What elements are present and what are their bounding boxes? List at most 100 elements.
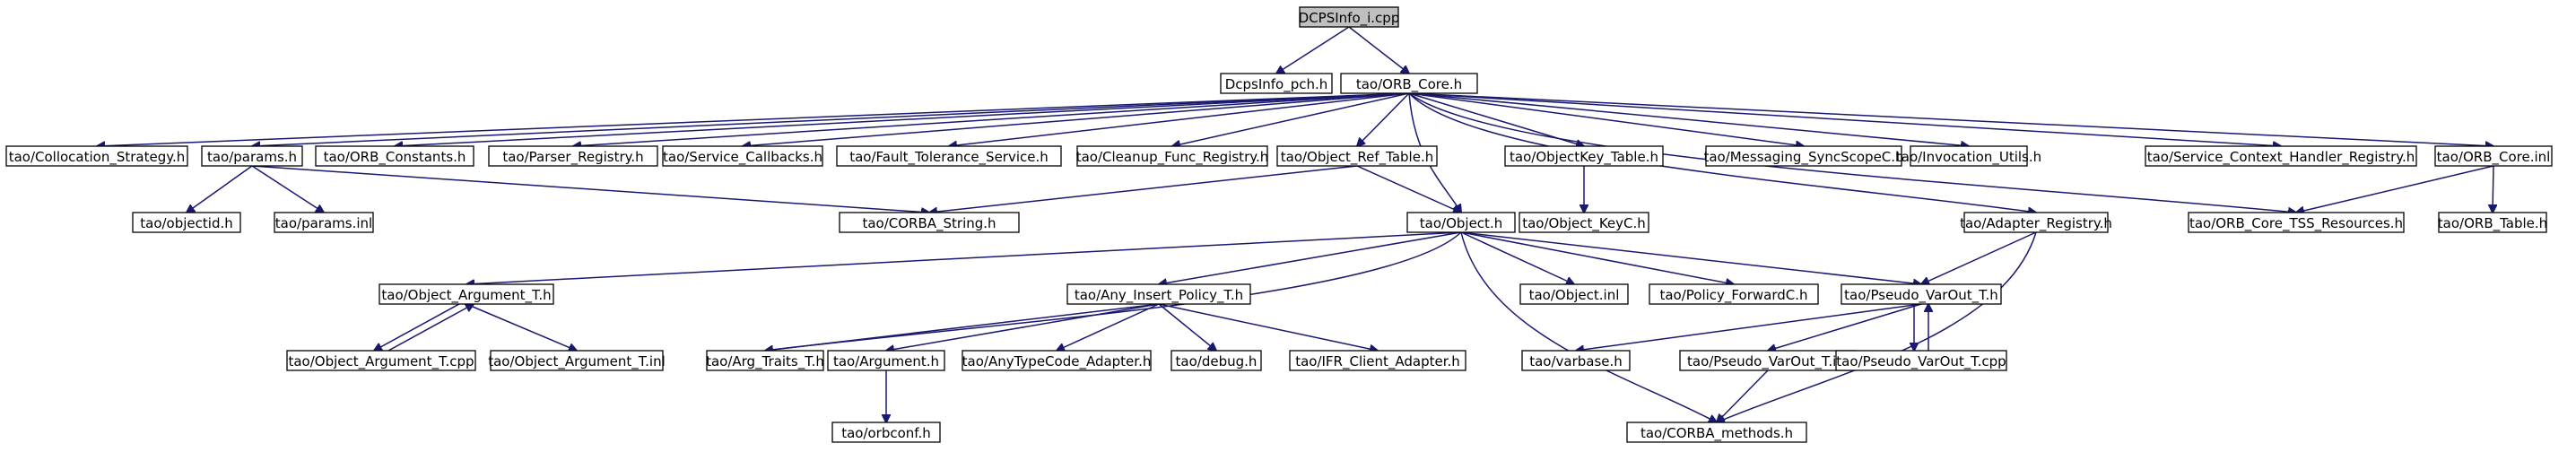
file-node-label: tao/IFR_Client_Adapter.h (1295, 353, 1460, 370)
file-node-tao-collocation-strategy-h[interactable]: tao/Collocation_Strategy.h (5, 145, 188, 167)
file-node-tao-varbase-h[interactable]: tao/varbase.h (1521, 350, 1631, 371)
dependency-edges (97, 26, 2493, 422)
file-node-label: tao/Cleanup_Func_Registry.h (1076, 149, 1269, 166)
edge-tao-any-insert-policy-t-h-to-tao-argument-h (886, 303, 1160, 351)
edge-tao-adapter-registry-h-to-tao-pseudo-varout-t-h (1921, 231, 2037, 284)
edge-tao-pseudo-varout-t-inl-to-tao-corba-methods-h (1717, 369, 1769, 422)
file-node-tao-params-h[interactable]: tao/params.h (201, 145, 303, 167)
file-node-label: tao/varbase.h (1529, 353, 1623, 369)
file-node-label: tao/Policy_ForwardC.h (1659, 287, 1807, 304)
file-node-tao-object-inl[interactable]: tao/Object.inl (1519, 283, 1629, 305)
edge-tao-orb-core-h-to-tao-messaging-syncscopec-h (1408, 92, 1804, 146)
file-node-tao-object-argument-t-cpp[interactable]: tao/Object_Argument_T.cpp (286, 350, 476, 371)
file-node-dcpsinfo-pch-h[interactable]: DcpsInfo_pch.h (1220, 73, 1333, 94)
file-node-label: tao/Fault_Tolerance_Service.h (849, 149, 1049, 166)
file-node-label: tao/Messaging_SyncScopeC.h (1703, 149, 1903, 166)
file-node-label: tao/Object_Argument_T.h (381, 287, 551, 304)
file-node-label: tao/Arg_Traits_T.h (706, 353, 824, 370)
edge-dcpsinfo-i-cpp-to-tao-orb-core-h (1348, 26, 1409, 74)
file-node-tao-policy-forwardc-h[interactable]: tao/Policy_ForwardC.h (1649, 283, 1819, 305)
file-node-label: tao/params.h (207, 149, 297, 165)
edge-tao-orb-core-h-to-tao-parser-registry-h (573, 92, 1410, 146)
file-node-tao-pseudo-varout-t-inl[interactable]: tao/Pseudo_VarOut_T.inl (1679, 350, 1857, 371)
file-node-label: tao/ORB_Core.h (1356, 76, 1462, 93)
file-node-label: tao/Object_Argument_T.inl (488, 353, 666, 370)
edge-tao-object-ref-table-h-to-tao-object-h (1356, 165, 1461, 213)
file-node-label: tao/Object.inl (1529, 287, 1620, 303)
file-node-label: tao/CORBA_methods.h (1640, 425, 1793, 442)
file-node-tao-ifr-client-adapter-h[interactable]: tao/IFR_Client_Adapter.h (1289, 350, 1466, 371)
file-node-tao-pseudo-varout-t-h[interactable]: tao/Pseudo_VarOut_T.h (1841, 283, 2002, 305)
file-node-label: tao/Invocation_Utils.h (1896, 149, 2041, 166)
file-node-tao-objectkey-table-h[interactable]: tao/ObjectKey_Table.h (1504, 145, 1664, 167)
file-node-label: tao/ORB_Core_TSS_Resources.h (2189, 215, 2403, 232)
file-node-tao-cleanup-func-registry-h[interactable]: tao/Cleanup_Func_Registry.h (1076, 145, 1269, 167)
file-node-tao-adapter-registry-h[interactable]: tao/Adapter_Registry.h (1960, 212, 2112, 233)
file-node-tao-object-argument-t-h[interactable]: tao/Object_Argument_T.h (379, 283, 554, 305)
file-node-tao-parser-registry-h[interactable]: tao/Parser_Registry.h (488, 145, 658, 167)
edge-tao-params-h-to-tao-corba-string-h (251, 165, 929, 213)
file-node-tao-params-inl[interactable]: tao/params.inl (274, 212, 374, 233)
file-node-tao-any-insert-policy-t-h[interactable]: tao/Any_Insert_Policy_T.h (1066, 283, 1251, 305)
file-node-label: tao/Any_Insert_Policy_T.h (1075, 287, 1243, 304)
edge-tao-object-ref-table-h-to-tao-corba-string-h (929, 165, 1358, 213)
file-node-label: tao/Pseudo_VarOut_T.cpp (1836, 353, 2006, 370)
edge-tao-orb-core-h-to-tao-adapter-registry-h (1408, 92, 2036, 213)
file-node-tao-anytypecode-adapter-h[interactable]: tao/AnyTypeCode_Adapter.h (962, 350, 1152, 371)
edge-tao-object-h-to-tao-object-inl (1460, 231, 1574, 284)
edge-tao-object-h-to-tao-corba-methods-h (1460, 231, 1717, 422)
edge-tao-object-h-to-tao-any-insert-policy-t-h (1159, 231, 1462, 284)
file-node-tao-service-callbacks-h[interactable]: tao/Service_Callbacks.h (662, 145, 823, 167)
file-node-tao-debug-h[interactable]: tao/debug.h (1171, 350, 1262, 371)
file-node-tao-arg-traits-t-h[interactable]: tao/Arg_Traits_T.h (706, 350, 824, 371)
file-node-label: tao/Argument.h (833, 353, 939, 369)
file-node-dcpsinfo-i-cpp[interactable]: DCPSInfo_i.cpp (1299, 6, 1400, 28)
edge-tao-object-h-to-tao-object-argument-t-h (466, 231, 1462, 284)
file-node-label: tao/objectid.h (140, 215, 233, 231)
edge-tao-orb-core-h-to-tao-fault-tolerance-service-h (949, 92, 1410, 146)
file-node-label: tao/ORB_Constants.h (324, 149, 466, 166)
file-node-tao-object-h[interactable]: tao/Object.h (1406, 212, 1516, 233)
file-node-label: tao/Object.h (1420, 215, 1502, 231)
file-node-tao-messaging-syncscopec-h[interactable]: tao/Messaging_SyncScopeC.h (1703, 145, 1904, 167)
edge-tao-object-argument-t-h-to-tao-object-argument-t-inl (466, 303, 577, 351)
edge-tao-object-h-to-tao-arg-traits-t-h (765, 231, 1462, 351)
file-node-label: tao/Object_Argument_T.cpp (288, 353, 474, 370)
edge-tao-orb-core-h-to-tao-cleanup-func-registry-h (1172, 92, 1410, 146)
file-node-tao-orb-core-h[interactable]: tao/ORB_Core.h (1340, 73, 1478, 94)
file-node-tao-object-ref-table-h[interactable]: tao/Object_Ref_Table.h (1276, 145, 1438, 167)
file-node-tao-object-argument-t-inl[interactable]: tao/Object_Argument_T.inl (488, 350, 666, 371)
file-node-label: tao/Object_KeyC.h (1522, 215, 1646, 232)
edge-tao-pseudo-varout-t-h-to-tao-varbase-h (1576, 303, 1922, 351)
file-node-tao-orbconf-h[interactable]: tao/orbconf.h (831, 422, 941, 443)
file-node-label: tao/ObjectKey_Table.h (1510, 149, 1658, 166)
file-node-tao-orb-constants-h[interactable]: tao/ORB_Constants.h (315, 145, 474, 167)
file-node-tao-invocation-utils-h[interactable]: tao/Invocation_Utils.h (1896, 145, 2041, 167)
edge-dcpsinfo-i-cpp-to-dcpsinfo-pch-h (1276, 26, 1350, 74)
file-node-label: tao/Service_Callbacks.h (663, 149, 822, 166)
edge-tao-orb-core-h-to-tao-params-h (252, 92, 1410, 146)
edge-tao-orb-core-h-to-tao-orb-core-inl (1408, 92, 2493, 146)
file-node-tao-orb-core-tss-resources-h[interactable]: tao/ORB_Core_TSS_Resources.h (2188, 212, 2405, 233)
edge-tao-orb-core-h-to-tao-orb-constants-h (395, 92, 1410, 146)
edge-tao-params-h-to-tao-objectid-h (187, 165, 253, 213)
file-node-tao-service-context-handler-registry-h[interactable]: tao/Service_Context_Handler_Registry.h (2145, 145, 2417, 167)
file-node-tao-fault-tolerance-service-h[interactable]: tao/Fault_Tolerance_Service.h (836, 145, 1062, 167)
file-node-label: tao/CORBA_String.h (862, 215, 996, 232)
edge-tao-any-insert-policy-t-h-to-tao-ifr-client-adapter-h (1158, 303, 1378, 351)
file-node-tao-corba-methods-h[interactable]: tao/CORBA_methods.h (1626, 422, 1807, 443)
file-node-label: tao/orbconf.h (841, 425, 931, 441)
file-node-tao-corba-string-h[interactable]: tao/CORBA_String.h (839, 212, 1020, 233)
edge-tao-orb-core-h-to-tao-service-callbacks-h (743, 92, 1410, 146)
file-node-tao-orb-core-inl[interactable]: tao/ORB_Core.inl (2434, 145, 2553, 167)
file-node-tao-argument-h[interactable]: tao/Argument.h (827, 350, 945, 371)
file-node-tao-pseudo-varout-t-cpp[interactable]: tao/Pseudo_VarOut_T.cpp (1835, 350, 2007, 371)
file-node-tao-object-keyc-h[interactable]: tao/Object_KeyC.h (1519, 212, 1649, 233)
edge-tao-any-insert-policy-t-h-to-tao-anytypecode-adapter-h (1057, 303, 1160, 351)
file-node-label: tao/debug.h (1176, 353, 1258, 369)
edge-tao-object-argument-t-cpp-to-tao-object-argument-t-h (387, 304, 474, 352)
file-node-label: tao/params.inl (275, 215, 372, 231)
file-node-tao-orb-table-h[interactable]: tao/ORB_Table.h (2438, 212, 2547, 233)
file-node-tao-objectid-h[interactable]: tao/objectid.h (132, 212, 241, 233)
